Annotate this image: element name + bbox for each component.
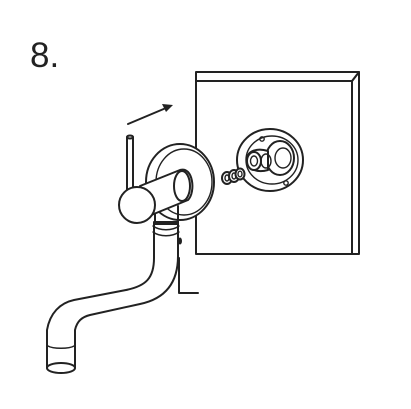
- direction-arrow-icon: [127, 104, 173, 125]
- o-rings: [221, 167, 246, 185]
- tap-body: [118, 134, 215, 225]
- grub-screw-hole: [178, 237, 182, 245]
- step-number: 8.: [30, 36, 59, 75]
- wall-mounting-plate: [236, 128, 304, 192]
- spout: [46, 221, 180, 374]
- allen-key-icon: [178, 257, 199, 294]
